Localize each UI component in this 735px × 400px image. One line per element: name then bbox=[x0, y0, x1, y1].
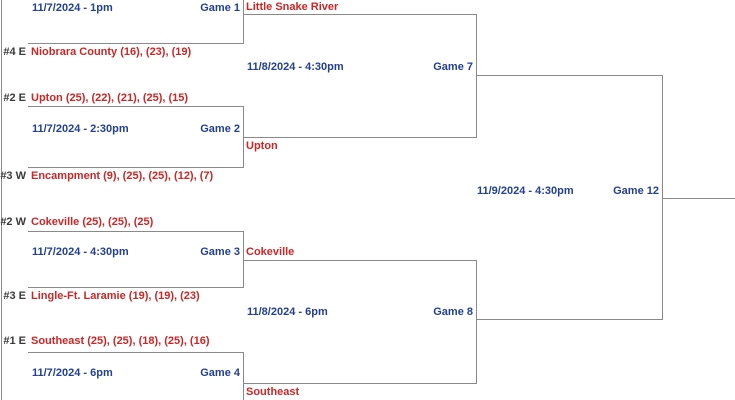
game1-label: Game 1 bbox=[200, 2, 240, 14]
game4-winner-name: Southeast bbox=[246, 386, 300, 398]
game3-datetime: 11/7/2024 - 4:30pm bbox=[32, 246, 129, 258]
game2-top-line bbox=[28, 106, 244, 107]
game1-winner-name: Little Snake River bbox=[246, 1, 339, 13]
game2-right-line bbox=[243, 106, 244, 168]
game8-right-line bbox=[476, 260, 477, 384]
team-cokeville-entry: Cokeville (25), (25), (25) bbox=[31, 216, 154, 228]
team-niobrara-entry: Niobrara County (16), (23), (19) bbox=[31, 46, 192, 58]
game8-datetime: 11/8/2024 - 6pm bbox=[247, 306, 328, 318]
game2-bottom-line bbox=[28, 167, 244, 168]
game12-vertical-line bbox=[662, 75, 663, 320]
team-upton-seed: #2 E bbox=[3, 92, 26, 104]
game4-datetime: 11/7/2024 - 6pm bbox=[32, 367, 113, 379]
team-upton-entry: Upton (25), (22), (21), (25), (15) bbox=[31, 92, 189, 104]
game3-bottom-line bbox=[28, 287, 244, 288]
game12-datetime: 11/9/2024 - 4:30pm bbox=[477, 185, 574, 197]
team-lingle-entry: Lingle-Ft. Laramie (19), (19), (23) bbox=[31, 290, 200, 302]
game7-label: Game 7 bbox=[433, 61, 473, 73]
team-encampment-entry: Encampment (9), (25), (25), (12), (7) bbox=[31, 170, 214, 182]
game8-label: Game 8 bbox=[433, 306, 473, 318]
game3-winner-name: Cokeville bbox=[246, 246, 295, 258]
game4-label: Game 4 bbox=[200, 367, 240, 379]
team-encampment-seed: #3 W bbox=[0, 170, 26, 182]
team-southeast-seed: #1 E bbox=[3, 335, 26, 347]
game8-top-line bbox=[243, 260, 477, 261]
game2-winner-name: Upton bbox=[246, 140, 278, 152]
game12-winner-line bbox=[662, 198, 735, 199]
game1-right-line bbox=[243, 0, 244, 44]
game4-top-line bbox=[28, 352, 244, 353]
team-southeast-entry: Southeast (25), (25), (18), (25), (16) bbox=[31, 335, 210, 347]
game3-top-line bbox=[28, 231, 244, 232]
game2-label: Game 2 bbox=[200, 123, 240, 135]
team-niobrara-seed: #4 E bbox=[3, 46, 26, 58]
game2-datetime: 11/7/2024 - 2:30pm bbox=[32, 123, 129, 135]
game12-label: Game 12 bbox=[613, 185, 659, 197]
game8-bottom-line bbox=[243, 383, 477, 384]
page-left-border-line bbox=[1, 0, 2, 400]
game8-winner-line bbox=[476, 319, 663, 320]
game4-right-line bbox=[243, 352, 244, 400]
game7-right-line bbox=[476, 14, 477, 138]
game7-datetime: 11/8/2024 - 4:30pm bbox=[247, 61, 344, 73]
game3-label: Game 3 bbox=[200, 246, 240, 258]
game1-bottom-team-line bbox=[28, 43, 244, 44]
game7-bottom-line bbox=[243, 137, 477, 138]
game3-right-line bbox=[243, 231, 244, 288]
game7-winner-line bbox=[476, 75, 663, 76]
game7-top-line bbox=[243, 14, 477, 15]
team-cokeville-seed: #2 W bbox=[0, 216, 26, 228]
team-lingle-seed: #3 E bbox=[3, 290, 26, 302]
game1-datetime: 11/7/2024 - 1pm bbox=[32, 2, 113, 14]
